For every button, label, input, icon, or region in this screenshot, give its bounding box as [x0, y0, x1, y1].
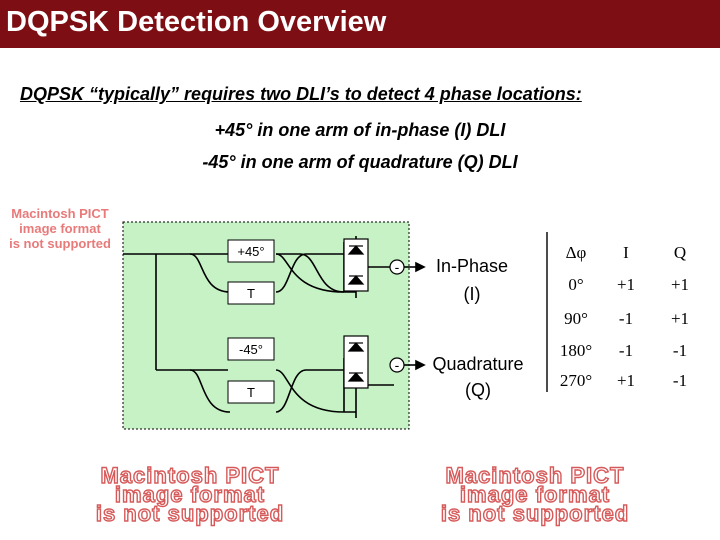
phase-shift-box-lower	[227, 337, 275, 361]
in-phase-symbol: (I)	[464, 284, 481, 304]
table-header-q: Q	[674, 243, 686, 262]
table-header-dphi: Δφ	[566, 243, 587, 262]
table-cell: +1	[671, 309, 689, 328]
table-cell: +1	[617, 275, 635, 294]
diff-sign-lower: -	[395, 357, 400, 373]
table-cell: -1	[619, 309, 633, 328]
lower-delay-label: T	[247, 385, 255, 400]
placeholder-line: is not supported	[9, 236, 111, 251]
table-cell: +1	[671, 275, 689, 294]
table-cell: 180°	[560, 341, 592, 360]
diff-sign-upper: -	[395, 259, 400, 275]
upper-delay-label: T	[247, 286, 255, 301]
placeholder-line: Macintosh PICT	[445, 463, 625, 488]
phase-shift-box-upper	[227, 239, 275, 263]
placeholder-line: is not supported	[95, 501, 285, 526]
placeholder-line: image format	[19, 221, 101, 236]
table-cell: 0°	[568, 275, 583, 294]
table-cell: 90°	[564, 309, 588, 328]
placeholder-line: image format	[459, 482, 611, 507]
quadrature-note: -45° in one arm of quadrature (Q) DLI	[202, 152, 518, 172]
placeholder-line: Macintosh PICT	[11, 206, 109, 221]
subtitle: DQPSK “typically” requires two DLI’s to …	[20, 84, 582, 104]
delay-box-upper	[227, 281, 275, 305]
quadrature-label: Quadrature	[432, 354, 523, 374]
phase-truth-table: Δφ I Q 0° +1 +1 90° -1 +1 180° -1 -1 270…	[546, 232, 689, 392]
table-cell: -1	[619, 341, 633, 360]
placeholder-line: is not supported	[440, 501, 630, 526]
title-bar: DQPSK Detection Overview	[0, 0, 720, 48]
in-phase-note: +45° in one arm of in-phase (I) DLI	[214, 120, 506, 140]
table-cell: 270°	[560, 371, 592, 390]
slide-title: DQPSK Detection Overview	[6, 6, 387, 38]
photodiode-upper-pair	[343, 238, 369, 292]
in-phase-label: In-Phase	[436, 256, 508, 276]
placeholder-line: image format	[114, 482, 266, 507]
placeholder-line: Macintosh PICT	[100, 463, 280, 488]
pict-placeholder-bottom-left: Macintosh PICT image format is not suppo…	[40, 463, 340, 526]
delay-box-lower	[227, 380, 275, 404]
lower-phase-label: -45°	[239, 342, 263, 357]
table-cell: -1	[673, 371, 687, 390]
upper-phase-label: +45°	[237, 244, 264, 259]
table-cell: +1	[617, 371, 635, 390]
table-cell: -1	[673, 341, 687, 360]
photodiode-lower-pair	[343, 335, 369, 389]
quadrature-symbol: (Q)	[465, 380, 491, 400]
pict-placeholder-left: Macintosh PICT image format is not suppo…	[0, 206, 120, 251]
pict-placeholder-bottom-right: Macintosh PICT image format is not suppo…	[400, 463, 670, 526]
table-header-i: I	[623, 243, 629, 262]
